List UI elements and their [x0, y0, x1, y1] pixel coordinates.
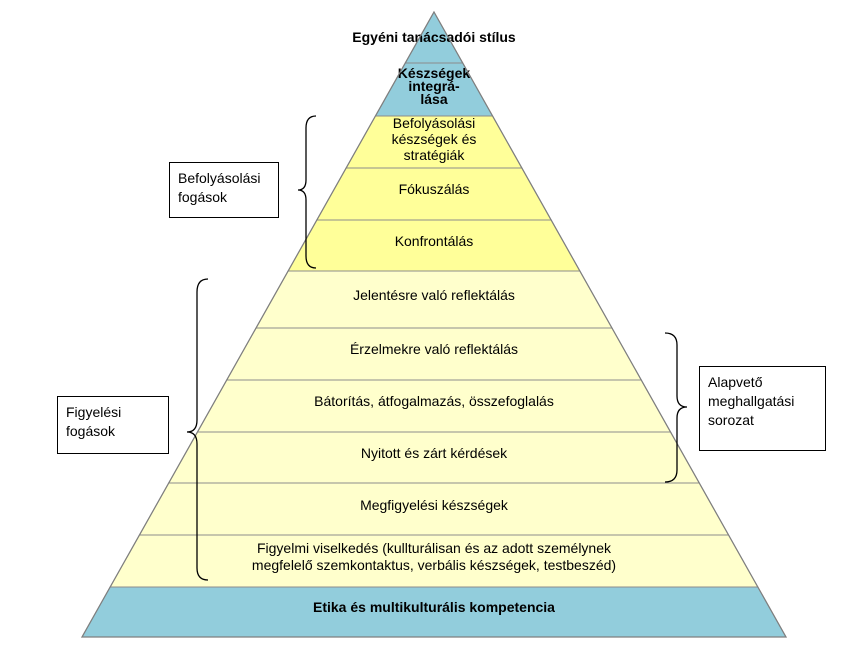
pyramid-level-2-label: integrá- — [408, 78, 460, 94]
attending-label-line-2: fogások — [66, 423, 116, 439]
attending-label-line-1: Figyelési — [66, 404, 122, 420]
pyramid-level-10-label: Megfigyelési készségek — [360, 497, 509, 513]
influencing-techniques-label: Befolyásolási fogások — [169, 162, 279, 218]
pyramid-level-5-label: Konfrontálás — [395, 233, 474, 249]
pyramid-level-3-label: Befolyásolási — [393, 115, 476, 131]
attending-brace — [186, 278, 209, 581]
influencing-label-line-2: fogások — [178, 189, 228, 205]
pyramid-level-11-label: Figyelmi viselkedés (kullturálisan és az… — [257, 540, 612, 556]
pyramid-level-3-label: készségek és — [392, 131, 477, 147]
listening-label-line-3: sorozat — [708, 412, 754, 428]
listening-brace — [664, 332, 688, 483]
attending-techniques-label: Figyelési fogások — [57, 396, 169, 454]
pyramid-level-8-label: Bátorítás, átfogalmazás, összefoglalás — [314, 393, 554, 409]
pyramid-outline — [80, 10, 788, 638]
basic-listening-sequence-label: Alapvető meghallgatási sorozat — [699, 366, 826, 451]
pyramid-level-9-label: Nyitott és zárt kérdések — [361, 445, 508, 461]
pyramid-level-4-label: Fókuszálás — [399, 181, 470, 197]
pyramid-level-2-label: lása — [420, 91, 447, 107]
brace-group — [186, 115, 688, 581]
pyramid-level-1-label: Egyéni tanácsadói stílus — [352, 29, 516, 45]
pyramid-level-2-label: Készségek — [398, 65, 471, 81]
listening-label-line-2: meghallgatási — [708, 393, 795, 409]
pyramid-level-6-label: Jelentésre való reflektálás — [353, 287, 515, 303]
influencing-brace — [297, 115, 317, 269]
pyramid-level-12-label: Etika és multikulturális kompetencia — [313, 599, 555, 615]
pyramid-level-11-label: megfelelő szemkontaktus, verbális készsé… — [252, 557, 616, 573]
pyramid-level-3-label: stratégiák — [404, 147, 466, 163]
influencing-label-line-1: Befolyásolási — [178, 170, 261, 186]
pyramid-level-7-label: Érzelmekre való reflektálás — [350, 341, 518, 357]
listening-label-line-1: Alapvető — [708, 374, 763, 390]
pyramid-levels: Egyéni tanácsadói stílusKészségekintegrá… — [80, 10, 788, 638]
